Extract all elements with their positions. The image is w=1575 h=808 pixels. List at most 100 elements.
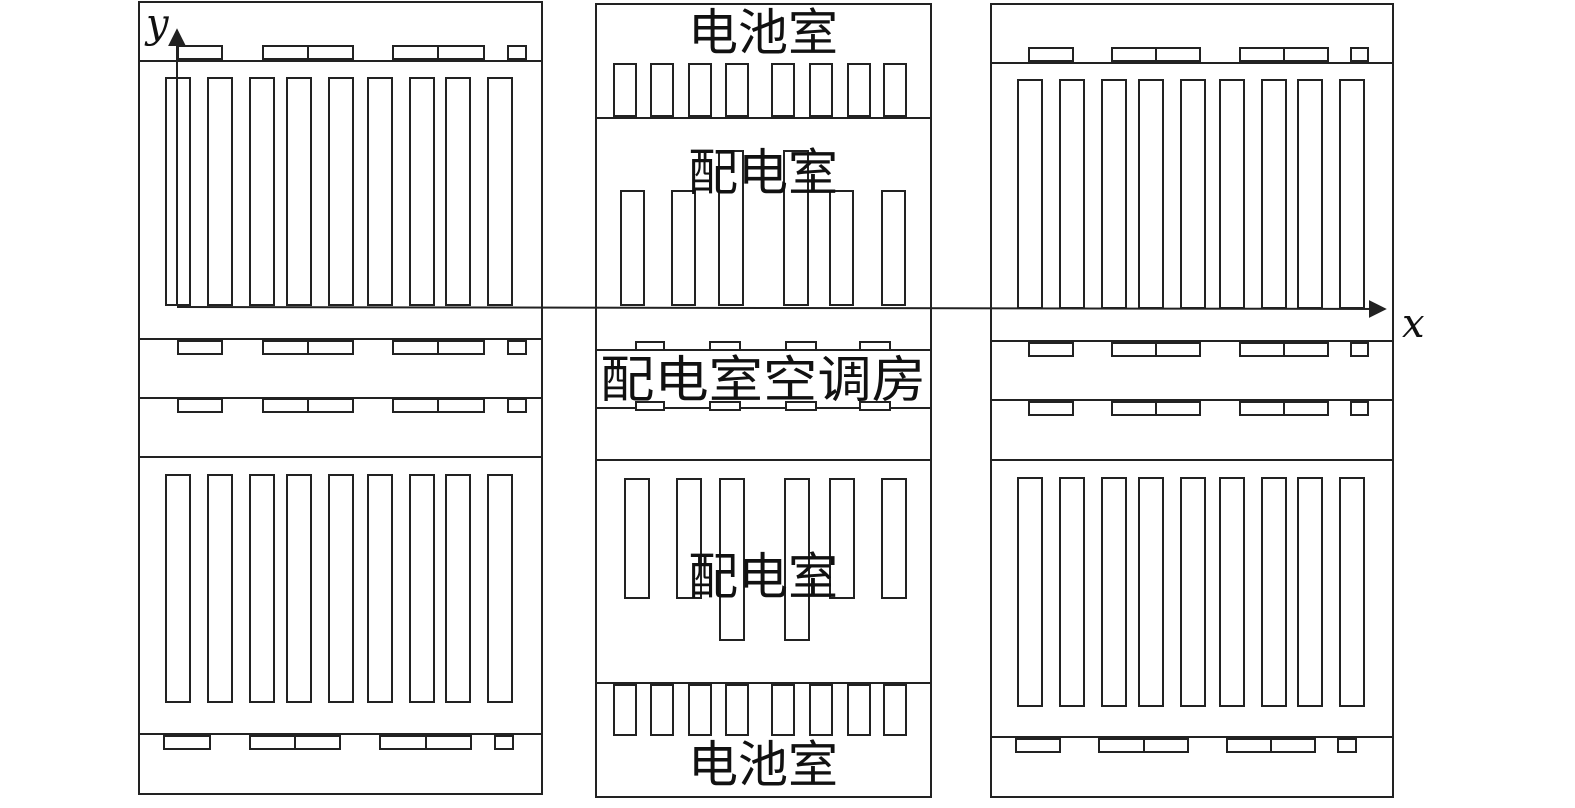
ac-unit	[1350, 401, 1369, 416]
server-rack	[1101, 477, 1127, 707]
ac-unit	[392, 340, 439, 355]
battery-cabinet	[613, 684, 637, 736]
power-cabinet	[620, 190, 645, 306]
server-rack	[1059, 477, 1085, 707]
battery-cabinet	[613, 63, 637, 117]
ac-unit	[163, 735, 211, 750]
coordinate-axes: y x	[144, 1, 1425, 347]
battery-cabinet	[883, 684, 907, 736]
power-room-ac-label: 配电室空调房	[600, 351, 926, 409]
ac-unit	[307, 45, 354, 60]
ac-unit	[249, 735, 296, 750]
right-hall-ac-units	[1015, 47, 1369, 753]
server-rack	[249, 77, 275, 306]
ac-unit	[425, 735, 472, 750]
power-room-bottom-label: 配电室	[688, 548, 838, 606]
ac-unit	[1143, 738, 1189, 753]
ac-unit	[859, 401, 891, 411]
ac-unit	[437, 398, 485, 413]
battery-cabinet	[650, 684, 674, 736]
ac-unit	[1350, 342, 1369, 357]
battery-cabinet	[771, 63, 795, 117]
server-rack	[1059, 79, 1085, 309]
right-data-hall	[990, 3, 1394, 798]
server-rack	[367, 77, 393, 306]
server-rack	[328, 474, 354, 703]
server-rack	[445, 77, 471, 306]
ac-unit	[507, 340, 527, 355]
power-room-top	[620, 150, 906, 306]
server-rack	[1017, 79, 1043, 309]
ac-room-units	[635, 341, 891, 411]
server-rack	[1261, 477, 1287, 707]
left-data-hall	[138, 1, 543, 795]
server-rack	[207, 474, 233, 703]
ac-unit	[859, 341, 891, 351]
battery-cabinet	[771, 684, 795, 736]
power-room-bottom	[624, 478, 907, 641]
battery-cabinet	[650, 63, 674, 117]
left-lower-rack-row	[165, 474, 513, 703]
server-rack	[1219, 477, 1245, 707]
battery-cabinet	[688, 684, 712, 736]
ac-unit	[392, 398, 439, 413]
ac-unit	[262, 45, 309, 60]
power-cabinet	[881, 478, 907, 599]
ac-unit	[262, 398, 309, 413]
server-rack	[1297, 477, 1323, 707]
ac-unit	[1155, 47, 1201, 62]
power-cabinet	[718, 150, 744, 306]
ac-unit	[1155, 342, 1201, 357]
power-cabinet	[676, 478, 702, 599]
ac-unit	[307, 398, 354, 413]
ac-unit	[494, 735, 514, 750]
battery-cabinet	[883, 63, 907, 117]
battery-room-top	[613, 63, 907, 117]
ac-unit	[177, 340, 223, 355]
middle-equipment-column: 电池室 配电室 配电室空调房 配电室 电池室	[595, 3, 932, 798]
ac-unit	[1015, 738, 1061, 753]
server-rack	[1101, 79, 1127, 309]
ac-unit	[1239, 401, 1285, 416]
power-cabinet	[624, 478, 650, 599]
server-rack	[1180, 477, 1206, 707]
server-rack	[487, 77, 513, 306]
ac-unit	[262, 340, 309, 355]
battery-cabinet	[688, 63, 712, 117]
battery-cabinet	[847, 684, 871, 736]
server-rack	[409, 474, 435, 703]
ac-unit	[1283, 342, 1329, 357]
x-axis-label: x	[1402, 301, 1425, 347]
ac-unit	[635, 401, 665, 411]
ac-unit	[1028, 47, 1074, 62]
power-cabinet	[783, 150, 809, 306]
ac-unit	[177, 45, 223, 60]
server-rack	[1138, 79, 1164, 309]
server-rack	[286, 77, 312, 306]
ac-unit	[785, 401, 817, 411]
ac-unit	[1028, 342, 1074, 357]
battery-room-bottom	[613, 684, 907, 736]
server-rack	[1017, 477, 1043, 707]
power-cabinet	[784, 478, 810, 641]
server-rack	[1339, 79, 1365, 309]
ac-unit	[507, 45, 527, 60]
ac-unit	[1270, 738, 1316, 753]
ac-unit	[1239, 342, 1285, 357]
power-cabinet	[719, 478, 745, 641]
ac-unit	[635, 341, 665, 351]
battery-cabinet	[809, 63, 833, 117]
battery-cabinet	[725, 684, 749, 736]
ac-unit	[1283, 47, 1329, 62]
server-rack	[249, 474, 275, 703]
ac-unit	[392, 45, 439, 60]
server-rack	[1180, 79, 1206, 309]
battery-cabinet	[809, 684, 833, 736]
server-rack	[1297, 79, 1323, 309]
server-rack	[286, 474, 312, 703]
power-room-top-label: 配电室	[688, 144, 838, 202]
server-rack	[1261, 79, 1287, 309]
battery-room-bottom-label: 电池室	[688, 736, 838, 794]
